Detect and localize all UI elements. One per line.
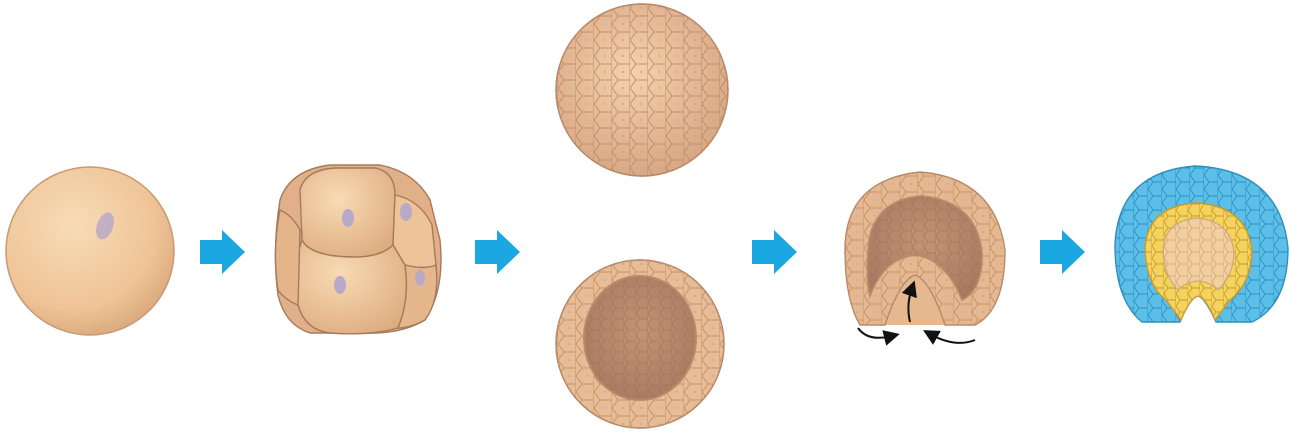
invagination-icon (845, 172, 1005, 325)
morula-icon (556, 4, 728, 176)
blastula-cross-section-icon (556, 260, 724, 428)
arrow-icon (475, 230, 520, 274)
arrow-icon (1040, 230, 1085, 274)
gastrula-icon (1115, 166, 1288, 322)
eight-cell-embryo-icon (275, 165, 441, 334)
arrow-icon (752, 230, 797, 274)
arrow-icon (200, 230, 245, 274)
zygote-icon (6, 167, 174, 335)
